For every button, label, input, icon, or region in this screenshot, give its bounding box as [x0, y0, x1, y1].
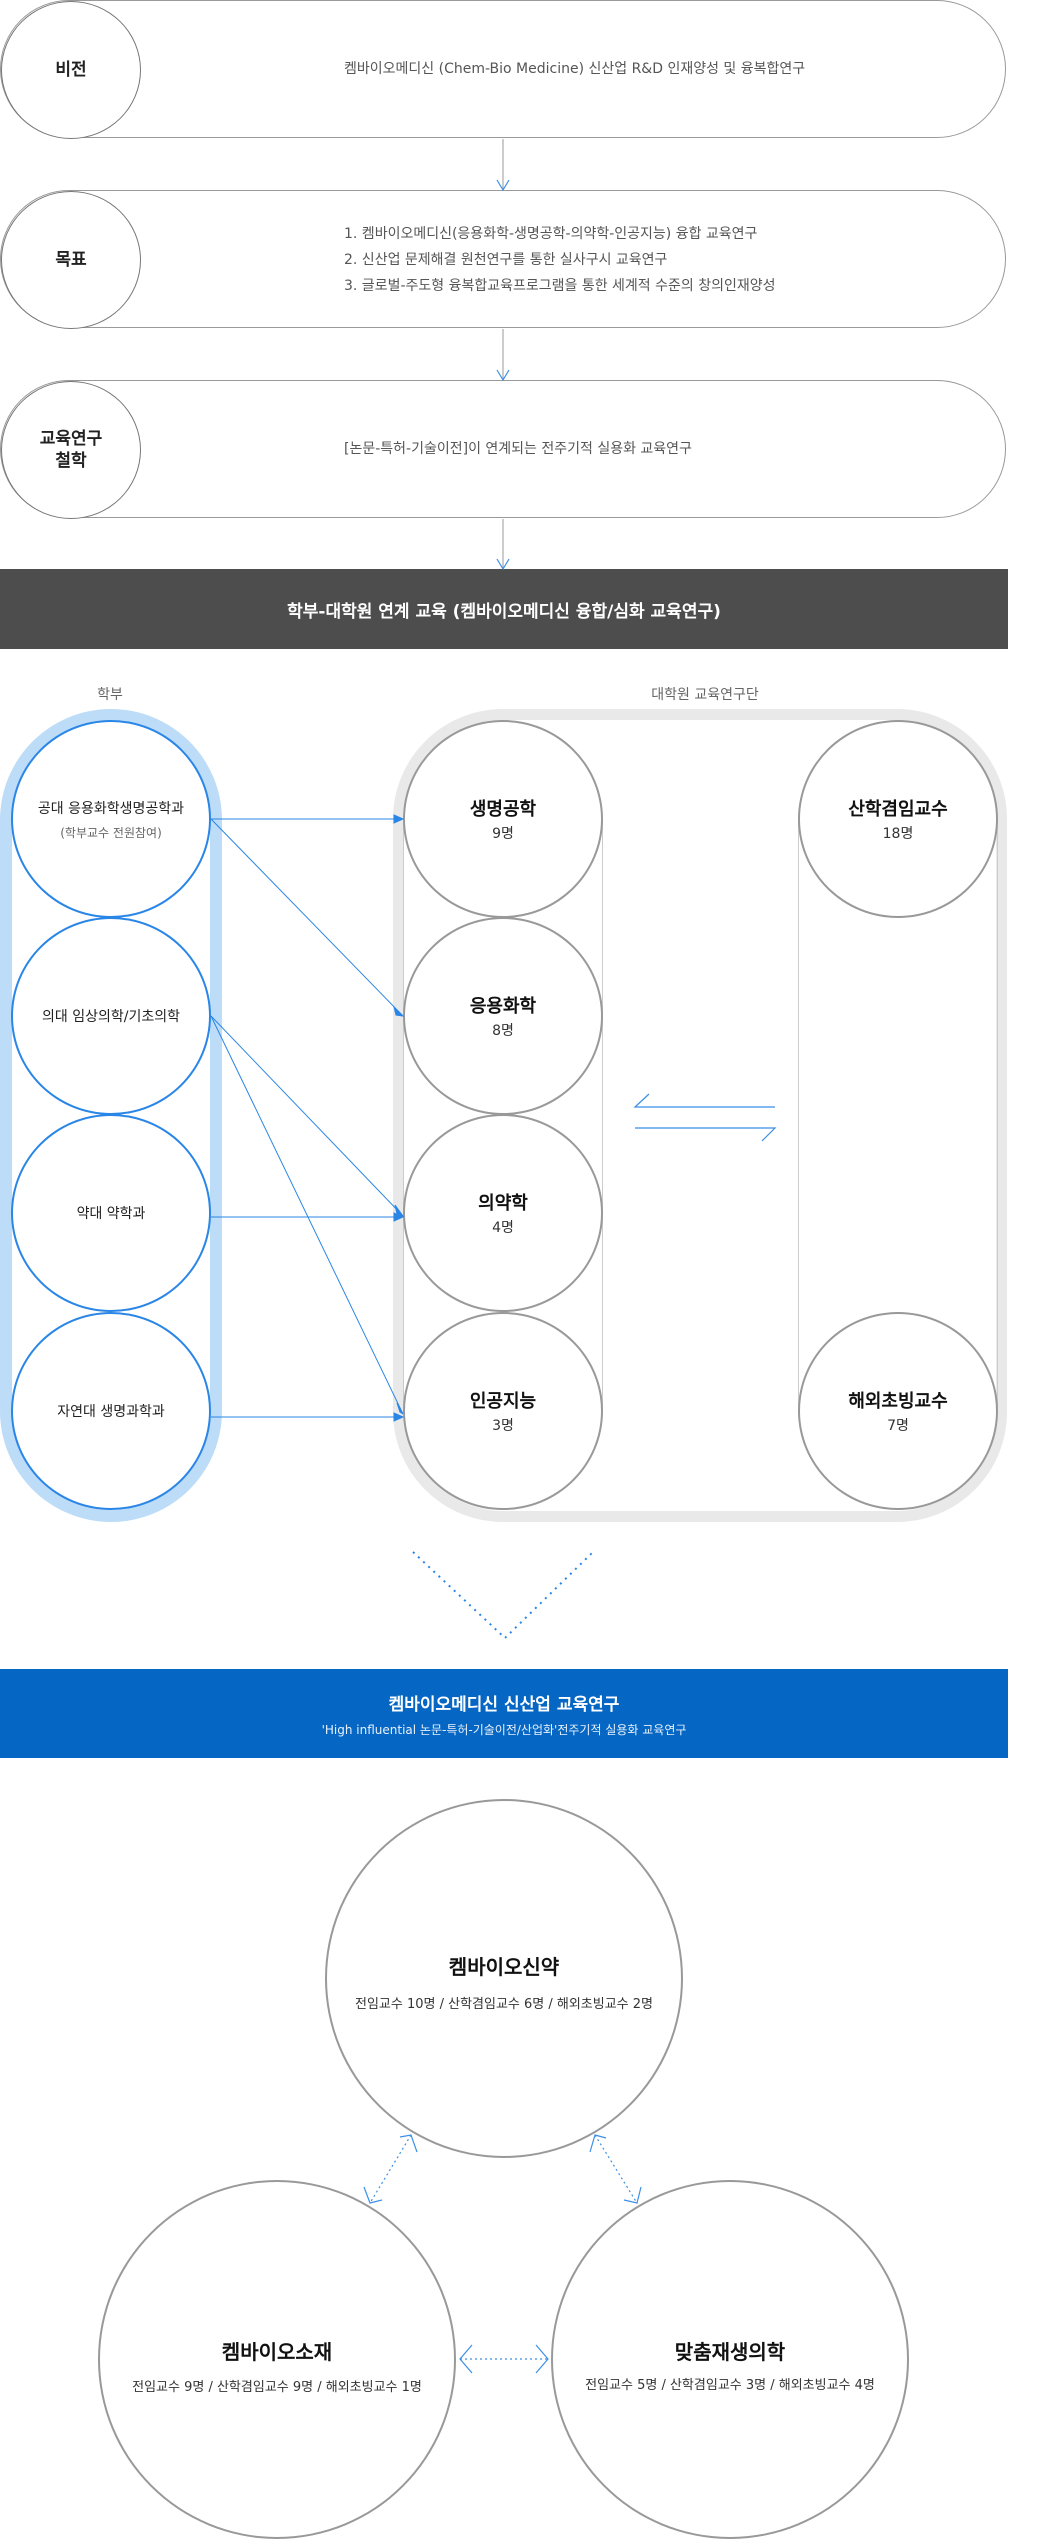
arrow-down-icon: [496, 179, 510, 192]
field-count: 4명: [492, 1220, 514, 1236]
result-subtitle: 'High influential 논문-특허-기술이전/산업화'전주기적 실용…: [321, 1722, 687, 1737]
field-circle: 인공지능 3명: [403, 1312, 603, 1510]
external-column: [798, 820, 998, 1410]
field-name: 의약학: [478, 1193, 528, 1214]
goal-label: 목표: [1, 191, 141, 329]
goal-item: 2. 신산업 문제해결 원천연구를 통한 실사구시 교육연구: [344, 252, 668, 268]
area-members: 전임교수 5명 / 산학겸임교수 3명 / 해외초빙교수 4명: [585, 2378, 875, 2393]
arrow-down-icon: [496, 558, 510, 571]
result-title: 켐바이오메디신 신산업 교육연구: [388, 1694, 620, 1715]
dept-name: 공대 응용화학생명공학과: [37, 800, 185, 817]
external-circle: 산학겸임교수 18명: [798, 720, 998, 918]
arrowhead-icon: [399, 2134, 418, 2153]
arrowhead-icon: [459, 2344, 473, 2374]
goal-item: 3. 글로벌-주도형 융복합교육프로그램을 통한 세계적 수준의 창의인재양성: [344, 278, 776, 294]
external-count: 7명: [887, 1418, 909, 1434]
arrow-down-icon: [496, 369, 510, 382]
field-circle: 생명공학 9명: [403, 720, 603, 918]
area-circle: 맞춤재생의학 전임교수 5명 / 산학겸임교수 3명 / 해외초빙교수 4명: [551, 2180, 909, 2539]
field-circle: 의약학 4명: [403, 1114, 603, 1312]
dept-circle: 의대 임상의학/기초의학: [11, 917, 211, 1115]
field-count: 9명: [492, 826, 514, 842]
philosophy-text: [논문-특허-기술이전]이 연계되는 전주기적 실용화 교육연구: [344, 441, 692, 457]
dept-circle: 공대 응용화학생명공학과 (학부교수 전원참여): [11, 720, 211, 918]
linked-education-banner: 학부-대학원 연계 교육 (켐바이오메디신 융합/심화 교육연구): [0, 569, 1008, 649]
arrowhead-icon: [535, 2344, 549, 2374]
arrowhead-icon: [623, 2186, 642, 2204]
vision-row: 비전 켐바이오메디신 (Chem-Bio Medicine) 신산업 R&D 인…: [0, 0, 1006, 139]
vision-text: 켐바이오메디신 (Chem-Bio Medicine) 신산업 R&D 인재양성…: [344, 61, 806, 77]
goal-list: 1. 켐바이오메디신(응용화학-생명공학-의약학-인공지능) 융합 교육연구 2…: [344, 221, 776, 299]
link-arrow: [210, 818, 404, 1017]
link-arrow: [210, 1015, 404, 1217]
dept-name: 의대 임상의학/기초의학: [42, 1009, 180, 1025]
area-name: 켐바이오신약: [448, 1955, 560, 1979]
philosophy-label-line: 철학: [55, 451, 87, 471]
dept-name: 자연대 생명과학과: [57, 1404, 165, 1420]
bidirectional-link: [594, 2134, 638, 2204]
undergrad-label: 학부: [97, 687, 123, 703]
external-count: 18명: [882, 826, 914, 842]
goal-item: 1. 켐바이오메디신(응용화학-생명공학-의약학-인공지능) 융합 교육연구: [344, 226, 758, 242]
area-name: 맞춤재생의학: [674, 2340, 786, 2364]
arrowhead-icon: [363, 2186, 383, 2204]
goal-row: 목표 1. 켐바이오메디신(응용화학-생명공학-의약학-인공지능) 융합 교육연…: [0, 190, 1006, 329]
graduate-label: 대학원 교육연구단: [651, 687, 759, 703]
field-count: 3명: [492, 1418, 514, 1434]
external-name: 해외초빙교수: [848, 1391, 948, 1412]
field-column: [403, 820, 603, 1410]
vision-label: 비전: [1, 1, 141, 139]
philosophy-label-line: 교육연구: [39, 429, 103, 449]
area-name: 켐바이오소재: [221, 2340, 333, 2364]
field-name: 생명공학: [469, 799, 537, 820]
arrowhead-icon: [589, 2134, 607, 2153]
external-name: 산학겸임교수: [848, 799, 948, 820]
area-members: 전임교수 9명 / 산학겸임교수 9명 / 해외초빙교수 1명: [132, 2380, 422, 2395]
field-name: 인공지능: [469, 1391, 537, 1412]
external-circle: 해외초빙교수 7명: [798, 1312, 998, 1510]
dept-note: (학부교수 전원참여): [60, 825, 162, 840]
dept-name: 약대 약학과: [76, 1206, 146, 1222]
field-circle: 응용화학 8명: [403, 917, 603, 1115]
field-name: 응용화학: [469, 996, 537, 1017]
result-banner: 켐바이오메디신 신산업 교육연구 'High influential 논문-특허…: [0, 1669, 1008, 1758]
bidirectional-link: [369, 2134, 412, 2204]
area-circle: 켐바이오소재 전임교수 9명 / 산학겸임교수 9명 / 해외초빙교수 1명: [98, 2180, 456, 2539]
area-members: 전임교수 10명 / 산학겸임교수 6명 / 해외초빙교수 2명: [354, 1997, 653, 2012]
dotted-down-chevron-icon: [412, 1551, 594, 1640]
field-count: 8명: [492, 1023, 514, 1039]
linked-education-title: 학부-대학원 연계 교육 (켐바이오메디신 융합/심화 교육연구): [287, 601, 721, 622]
area-circle: 켐바이오신약 전임교수 10명 / 산학겸임교수 6명 / 해외초빙교수 2명: [325, 1799, 683, 2158]
dept-circle: 자연대 생명과학과: [11, 1312, 211, 1510]
dept-circle: 약대 약학과: [11, 1114, 211, 1312]
link-arrow: [210, 1015, 404, 1415]
